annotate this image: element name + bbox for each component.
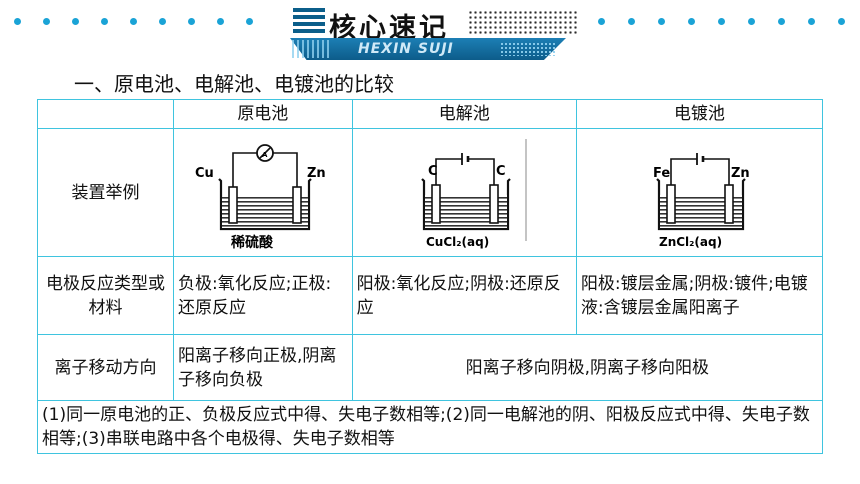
galvanic-cell-diagram: A Cu Zn 稀硫酸 — [173, 128, 353, 257]
header-cell-empty — [36, 99, 175, 129]
galvanic-electrode-text: 负极:氧化反应;正极:还原反应 — [173, 256, 353, 335]
galvanic-right-electrode: Zn — [307, 166, 326, 181]
galvanic-cell-svg: A Cu Zn 稀硫酸 — [195, 144, 326, 251]
electrolytic-cell-svg: C C CuCl₂(aq) — [421, 139, 527, 249]
left-dot-row — [0, 18, 280, 28]
electrolytic-electrode-text: 阳极:氧化反应;阴极:还原反应 — [351, 256, 577, 335]
header-cell-electrolytic: 电解池 — [351, 99, 577, 129]
galvanic-left-electrode: Cu — [195, 166, 214, 181]
subtitle-band — [290, 38, 566, 60]
plating-left-electrode: Fe — [653, 166, 670, 181]
row-label-device: 装置举例 — [36, 128, 175, 257]
table-row-device: 装置举例 A Cu Zn — [36, 128, 824, 257]
plating-cell-svg: Fe Zn ZnCl₂(aq) — [653, 153, 750, 249]
shared-ion-text: 阳离子移向阴极,阴离子移向阳极 — [351, 334, 824, 401]
galvanic-ion-text: 阳离子移向正极,阴离子移向负极 — [173, 334, 353, 401]
galvanic-electrolyte: 稀硫酸 — [231, 234, 274, 249]
plating-cell-diagram: Fe Zn ZnCl₂(aq) — [575, 128, 824, 257]
table-row-electrode: 电极反应类型或材料 负极:氧化反应;正极:还原反应 阳极:氧化反应;阴极:还原反… — [36, 256, 824, 335]
electrolytic-right-electrode: C — [496, 164, 506, 179]
plating-electrode-text: 阳极:镀层金属;阴极:镀件;电镀液:含镀层金属阳离子 — [575, 256, 824, 335]
section-heading: 一、原电池、电解池、电镀池的比较 — [74, 72, 394, 96]
band-stripes-decoration — [292, 40, 332, 58]
electrolytic-left-electrode: C — [428, 164, 438, 179]
row-label-ion: 离子移动方向 — [36, 334, 175, 401]
stripes-icon — [293, 8, 325, 34]
plating-electrolyte: ZnCl₂(aq) — [659, 235, 722, 249]
table-row-ion: 离子移动方向 阳离子移向正极,阴离子移向负极 阳离子移向阴极,阴离子移向阳极 — [36, 334, 824, 401]
comparison-table: 原电池 电解池 电镀池 装置举例 A — [36, 99, 824, 454]
note-text: (1)同一原电池的正、负极反应式中得、失电子数相等;(2)同一电解池的阴、阳极反… — [37, 400, 823, 454]
table-row-note: (1)同一原电池的正、负极反应式中得、失电子数相等;(2)同一电解池的阴、阳极反… — [37, 400, 823, 454]
electrolytic-electrolyte: CuCl₂(aq) — [426, 235, 489, 249]
right-dot-row — [590, 18, 860, 28]
ammeter-label: A — [262, 151, 268, 159]
header-cell-plating: 电镀池 — [575, 99, 824, 129]
row-label-electrode: 电极反应类型或材料 — [36, 256, 175, 335]
header-banner: 核心速记 HEXIN SUJI — [0, 0, 860, 64]
electrolytic-cell-diagram: C C CuCl₂(aq) — [351, 128, 577, 257]
header-subtitle: HEXIN SUJI — [358, 41, 454, 57]
header-cell-galvanic: 原电池 — [173, 99, 353, 129]
band-grid-decoration — [500, 42, 556, 56]
plating-right-electrode: Zn — [731, 166, 750, 181]
table-header-row: 原电池 电解池 电镀池 — [36, 99, 824, 129]
dot-grid-decoration — [468, 10, 578, 34]
